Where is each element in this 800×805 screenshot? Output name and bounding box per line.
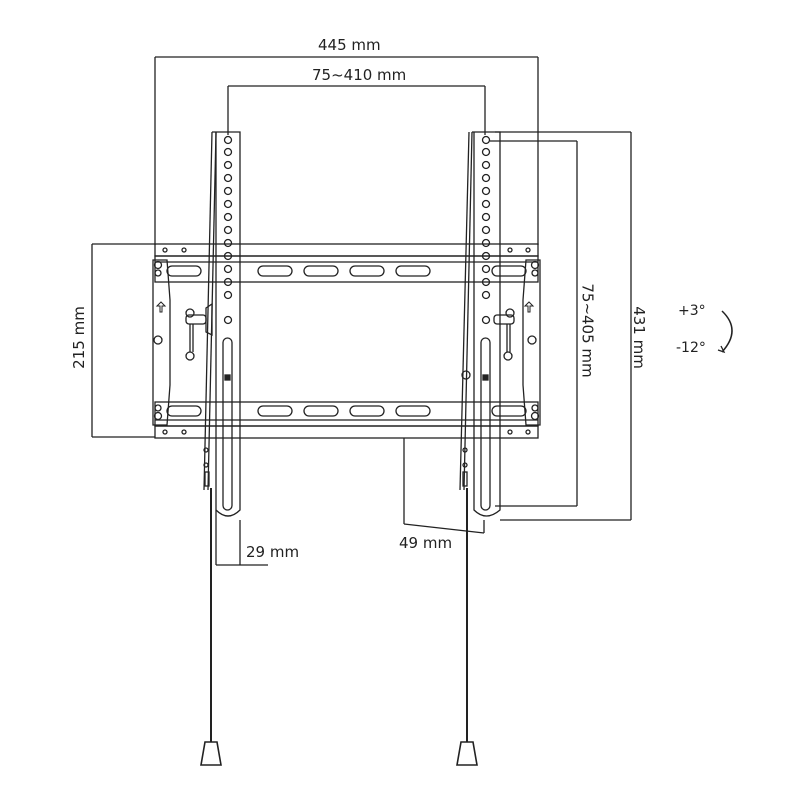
label-arm-width: 29 mm (246, 543, 300, 561)
tilt-arrow-head (717, 345, 726, 354)
right-pull-cord[interactable] (456, 488, 478, 766)
wall-plate (154, 243, 539, 439)
label-wall-plate-height: 215 mm (69, 306, 88, 369)
dim-wall-plate-height-line (91, 243, 155, 438)
label-tilt-up: +3° (678, 303, 706, 319)
dim-arm-width-line (215, 510, 268, 566)
dim-overall-width-line (154, 56, 539, 245)
dim-vesa-horizontal-line (227, 85, 486, 135)
label-wall-distance: 49 mm (399, 534, 453, 552)
label-tilt-down: -12° (676, 340, 706, 356)
dim-vesa-vertical-line (490, 140, 578, 507)
label-vesa-vertical: 75~405 mm (578, 283, 597, 378)
dim-overall-height-line (495, 131, 632, 521)
right-hook-bracket (493, 259, 541, 426)
label-overall-height: 431 mm (629, 306, 648, 369)
tilt-arc-arrow (721, 310, 733, 353)
label-overall-width: 445 mm (318, 36, 381, 54)
left-pull-cord[interactable] (200, 488, 222, 766)
label-vesa-horizontal: 75~410 mm (312, 66, 407, 84)
left-vertical-arm (203, 131, 241, 517)
left-hook-bracket (152, 259, 213, 426)
right-vertical-arm (459, 131, 501, 517)
dim-wall-distance-line (403, 438, 485, 534)
